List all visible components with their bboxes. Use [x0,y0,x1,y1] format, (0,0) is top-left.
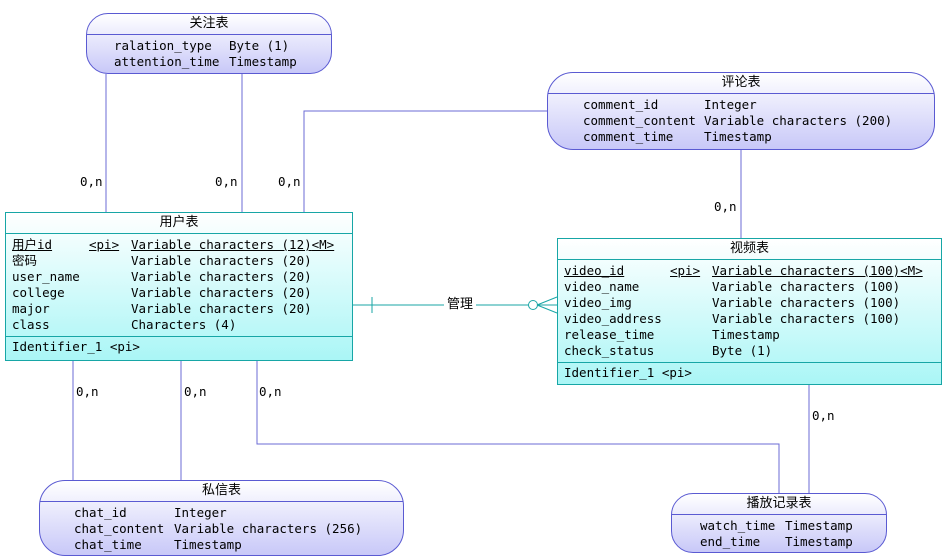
user-attr-pi [89,253,131,269]
cardinality-message-2: 0,n [184,384,207,399]
video-attr-pi [670,343,712,359]
video-attr-name: release_time [564,327,655,342]
video-attr-name: video_name [564,279,640,294]
comment-attr-type: Variable characters (200) [704,113,893,128]
plays-table-title: 播放记录表 [672,494,886,515]
follow-table[interactable]: 关注表 ralation_type Byte (1) attention_time… [86,13,332,74]
user-attr-pi [89,269,131,285]
video-attr-name: check_status [564,343,655,358]
video-attr-type: Variable characters (100) [712,279,901,294]
video-attr-pi [670,295,712,311]
cardinality-comment-video: 0,n [714,199,737,214]
video-attr-pi: <pi> [670,263,701,278]
cardinality-follow-2: 0,n [215,174,238,189]
user-attr-type: Variable characters (20) [131,285,312,300]
users-identifier: Identifier_1 <pi> [12,339,140,354]
user-attr-type: Variable characters (20) [131,301,312,316]
zero-marker [528,300,538,310]
relationship-label: 管理 [444,297,477,313]
user-attr-name: major [12,301,50,316]
message-attr-name: chat_time [74,537,142,552]
play-attr-name: end_time [700,534,761,549]
comment-attr-name: comment_id [583,97,659,112]
comment-attr-type: Integer [704,97,757,112]
users-table-title: 用户表 [6,213,352,234]
user-attr-name: class [12,317,50,332]
follow-attr-type: Timestamp [229,54,297,69]
message-attr-name: chat_id [74,505,127,520]
videos-table[interactable]: 视频表 video_id <pi> Variable characters (100… [557,238,942,385]
user-attr-name: user_name [12,269,80,284]
cardinality-message-1: 0,n [76,384,99,399]
users-table[interactable]: 用户表 用户id<pi>Variable characters (12)<M> … [5,212,353,361]
message-attr-type: Integer [174,505,227,520]
user-attr-pi [89,285,131,301]
user-attr-type: Characters (4) [131,317,237,332]
message-attr-name: chat_content [74,521,165,536]
cardinality-comment-user: 0,n [278,174,301,189]
video-attr-pi [670,327,712,343]
video-attr-type: Variable characters (100) [712,295,901,310]
user-attr-pi [89,317,131,333]
videos-identifier: Identifier_1 <pi> [564,365,692,380]
comment-attr-name: comment_content [583,113,696,128]
videos-table-title: 视频表 [558,239,941,260]
user-attr-name: college [12,285,65,300]
message-attr-type: Variable characters (256) [174,521,363,536]
video-attr-mandatory: <M> [900,263,923,278]
play-attr-type: Timestamp [785,518,853,533]
user-attr-mandatory: <M> [311,237,335,252]
video-attr-pi [670,311,712,327]
comment-attr-type: Timestamp [704,129,772,144]
comments-table[interactable]: 评论表 comment_id Integer comment_content Var… [547,72,935,150]
follow-table-title: 关注表 [87,14,331,35]
message-attr-type: Timestamp [174,537,242,552]
video-attr-type: Timestamp [712,327,780,342]
video-attr-type: Byte (1) [712,343,773,358]
video-attr-name: video_img [564,295,632,310]
follow-attr-type: Byte (1) [229,38,290,53]
comment-attr-name: comment_time [583,129,674,144]
cardinality-play-user: 0,n [259,384,282,399]
follow-attr-name: attention_time [114,54,220,69]
play-attr-name: watch_time [700,518,776,533]
crowfoot-upper [536,296,558,306]
user-attr-pi: <pi> [89,237,120,252]
video-attr-type: Variable characters (100) [712,311,901,326]
user-attr-type: Variable characters (12) [131,237,312,252]
user-attr-name: 密码 [12,253,38,268]
cardinality-follow-1: 0,n [80,174,103,189]
messages-table[interactable]: 私信表 chat_id Integer chat_content Variable … [39,480,404,556]
user-attr-type: Variable characters (20) [131,269,312,284]
video-attr-type: Variable characters (100) [712,263,901,278]
link-comments-users [303,110,547,212]
video-attr-name: video_address [564,311,662,326]
messages-table-title: 私信表 [40,481,403,502]
video-attr-name: video_id [564,263,625,278]
comments-table-title: 评论表 [548,73,934,94]
play-attr-type: Timestamp [785,534,853,549]
user-attr-name: 用户id [12,237,53,252]
crowfoot-lower [536,304,558,314]
user-attr-pi [89,301,131,317]
video-attr-pi [670,279,712,295]
follow-attr-name: ralation_type [114,38,212,53]
cardinality-play-video: 0,n [812,408,835,423]
user-attr-type: Variable characters (20) [131,253,312,268]
